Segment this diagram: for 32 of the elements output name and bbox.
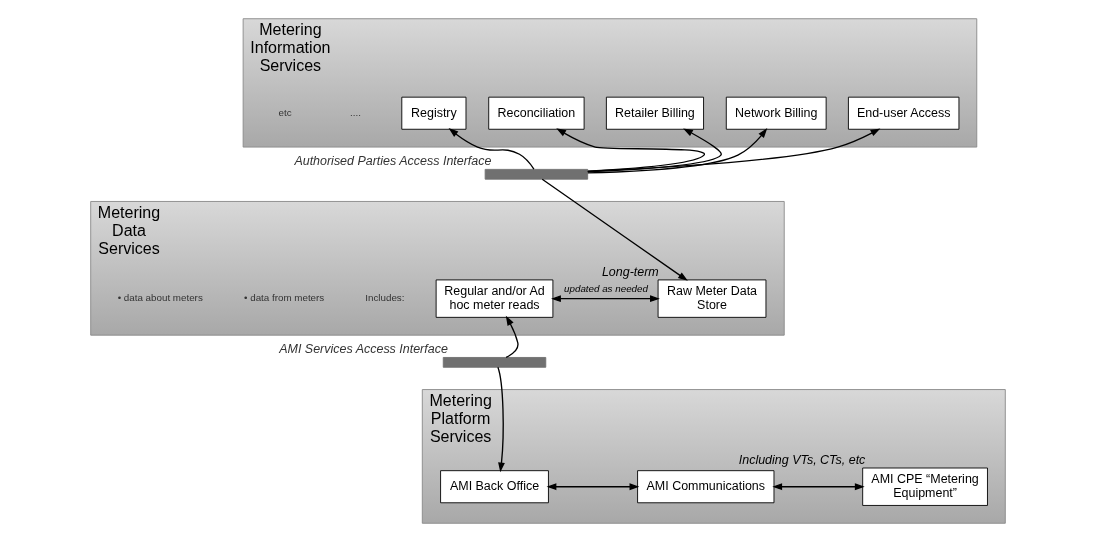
- node-bar: [484, 168, 589, 180]
- label: • data from meters: [244, 292, 325, 304]
- arrow: [505, 315, 519, 358]
- edge-label: updated as needed: [564, 283, 648, 295]
- label: ....: [350, 106, 361, 118]
- arrow: [556, 128, 705, 172]
- node-box: Retailer Billing: [605, 96, 704, 130]
- arrow: [497, 366, 505, 473]
- node-label: Including VTs, CTs, etc: [738, 452, 866, 467]
- node-box: End-user Access: [847, 96, 960, 130]
- arrow: [551, 295, 660, 303]
- node-box: Raw Meter Data Store: [657, 279, 767, 318]
- node-label: Long-term: [601, 264, 659, 279]
- arrow: [448, 128, 535, 170]
- node-box: AMI CPE “Metering Equipment”: [862, 467, 988, 506]
- arrow: [587, 128, 881, 172]
- node-label: Authorised Parties Access Interface: [294, 154, 492, 169]
- node-box: AMI Communications: [637, 470, 775, 504]
- node-label: AMI Services Access Interface: [279, 342, 448, 357]
- node-box: AMI Back Office: [440, 470, 549, 504]
- arrow: [541, 178, 688, 281]
- node-box: Network Billing: [725, 96, 827, 130]
- node-box: Registry: [401, 96, 467, 130]
- node-box: Reconciliation: [488, 96, 585, 130]
- node-box: Regular and/or Ad hoc meter reads: [435, 279, 554, 318]
- arrow: [546, 483, 640, 491]
- label: • data about meters: [117, 292, 203, 304]
- label: etc: [278, 106, 292, 118]
- label: Includes:: [365, 292, 405, 304]
- arrow: [772, 483, 865, 491]
- arrow: [587, 128, 768, 174]
- node-bar: [442, 357, 547, 368]
